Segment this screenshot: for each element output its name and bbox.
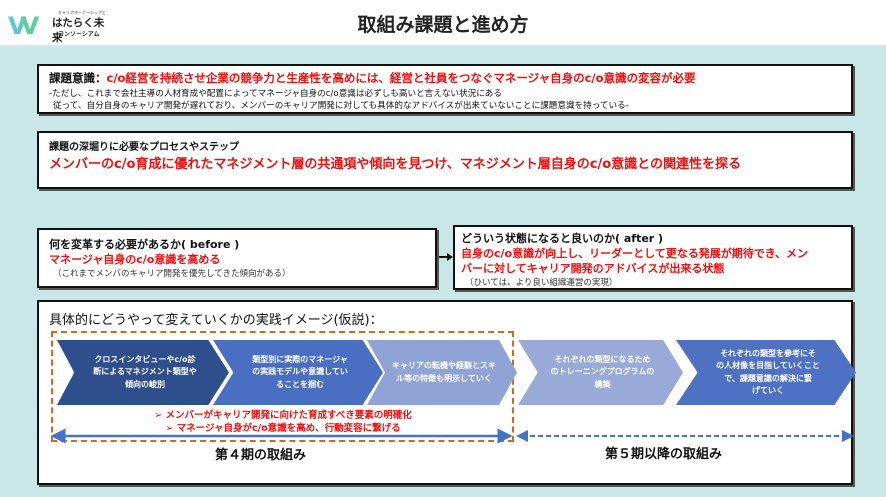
step-text-line: ル等の特徴も明示していく xyxy=(396,373,492,383)
before-box: 何を変革する必要があるか( before ) マネージャ自身のc/o意識を高める… xyxy=(37,228,437,288)
step-text-line: 傾向の峻別 xyxy=(124,379,165,389)
phase5-label: 第５期以降の取組み xyxy=(605,447,723,462)
step-text-line: で、課題意識の解決に繋 xyxy=(724,373,812,383)
process-step-chevron: キャリアの転機や経験とスキル等の特徴も明示していく xyxy=(367,340,517,405)
step-text-line: 構築 xyxy=(594,379,611,389)
step-text-line: クロスインタビューやc/o診 xyxy=(94,354,196,364)
process-step-chevron: それぞれの類型になるためのトレーニングプログラムの構築 xyxy=(518,340,683,405)
before-headline: マネージャ自身のc/o意識を高める xyxy=(49,253,221,266)
page-title: 取組み課題と進め方 xyxy=(357,14,529,36)
header: VV キャリアオーナーシップと はたらく未来 コンソーシアム 取組み課題と進め方 xyxy=(0,0,886,47)
issue-label: 課題意識： xyxy=(49,71,107,85)
process-step-chevron: クロスインタビューやc/o診断によるマネジメント類型や傾向の峻別 xyxy=(57,340,229,405)
before-note: （これまでメンバのキャリア開発を優先してきた傾向がある） xyxy=(53,269,291,279)
process-label: 課題の深堀りに必要なプロセスやステップ xyxy=(49,142,239,153)
step-text-line: それぞれの類型になるため xyxy=(554,354,651,364)
after-headline-2: バーに対してキャリア開発のアドバイスが出来る状態 xyxy=(461,262,725,275)
after-box: どういう状態になると良いのか( after ) 自身のc/o意識が向上し、リーダ… xyxy=(453,225,853,290)
step-text-line: げていく xyxy=(751,385,784,395)
process-box: 課題の深堀りに必要なプロセスやステップ メンバーのc/o育成に優れたマネジメント… xyxy=(37,131,853,189)
before-to-after-arrow xyxy=(439,256,449,258)
logo-small-text: キャリアオーナーシップと xyxy=(58,10,106,15)
process-step-chevron: それぞれの類型を参考にその人材像を目指していくことで、課題意識の解決に繋げていく xyxy=(676,340,856,405)
before-label: 何を変革する必要があるか( before ) xyxy=(49,238,240,251)
step-text-line: キャリアの転機や経験とスキ xyxy=(392,361,496,371)
step-text-line: ることを掴む xyxy=(275,379,324,389)
step-text-line: 断によるマネジメント類型や xyxy=(93,367,197,377)
process-step-chevron: 類型別に実際のマネージャの実践モデルや意識していることを掴む xyxy=(213,340,383,405)
after-headline-1: 自身のc/o意識が向上し、リーダーとして更なる発展が期待でき、メン xyxy=(461,247,808,260)
issue-headline: c/o経営を持続させ企業の競争力と生産性を高めには、経営と社員をつなぐマネージャ… xyxy=(106,71,696,85)
practice-label: 具体的にどうやって変えていくかの実践イメージ(仮説)： xyxy=(49,313,383,328)
process-headline: メンバーのc/o育成に優れたマネジメント層の共通項や傾向を見つけ、マネジメント層… xyxy=(49,157,741,172)
phase4-label: 第４期の取組み xyxy=(215,448,307,463)
after-note: （ひいては、より良い組織運営の実現） xyxy=(465,278,618,288)
outcome-1: ➢ メンバーがキャリア開発に向けた育成すべき要素の明確化 xyxy=(154,410,412,421)
step-text-line: の人材像を目指していくこと xyxy=(716,361,820,371)
step-text-line: それぞれの類型を参考にそ xyxy=(720,348,816,358)
step-text-line: のトレーニングプログラムの xyxy=(550,367,655,377)
logo: VV キャリアオーナーシップと はたらく未来 コンソーシアム xyxy=(8,10,108,44)
issue-box: 課題意識：c/o経営を持続させ企業の競争力と生産性を高めには、経営と社員をつなぐ… xyxy=(37,64,853,114)
issue-line-2: 従って、自分自身のキャリア開発が遅れており、メンバーのキャリア開発に対しても具体… xyxy=(53,101,629,111)
arrow-head-icon xyxy=(447,253,453,261)
after-label: どういう状態になると良いのか( after ) xyxy=(461,232,664,245)
step-text-line: 類型別に実際のマネージャ xyxy=(252,354,348,364)
issue-line-1: -ただし、これまで会社主導の人材育成や配置によってマネージャ自身のc/o意識は必… xyxy=(49,89,502,99)
logo-sub-text: コンソーシアム xyxy=(58,31,100,38)
logo-main-text: はたらく未来 xyxy=(52,17,105,44)
step-text-line: の実践モデルや意識してい xyxy=(252,367,348,377)
